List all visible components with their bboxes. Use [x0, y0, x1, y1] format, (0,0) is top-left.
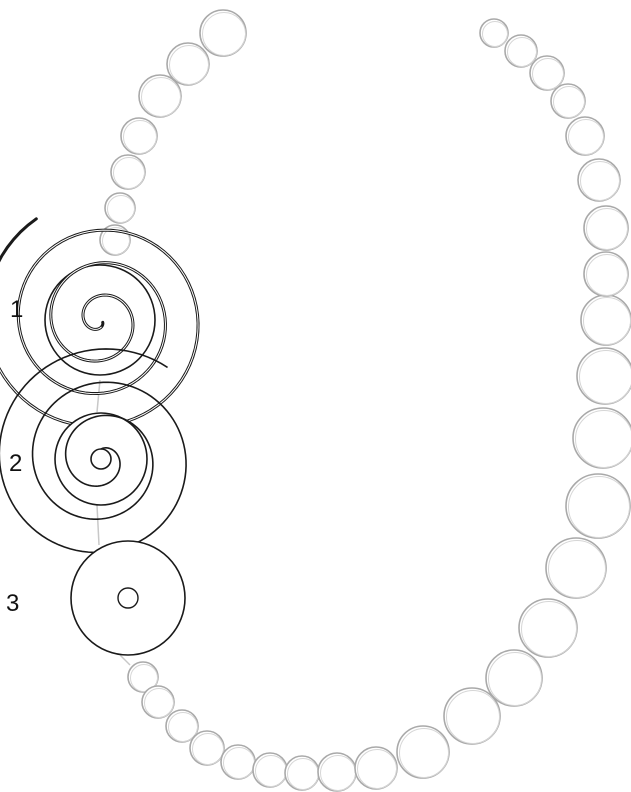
- pendant-2-concentric: [0, 349, 186, 552]
- bead-group: [100, 10, 631, 791]
- label-1: 1: [10, 298, 23, 322]
- label-3: 3: [6, 592, 19, 616]
- label-2: 2: [9, 452, 22, 476]
- pendant-3-ring: [71, 541, 185, 655]
